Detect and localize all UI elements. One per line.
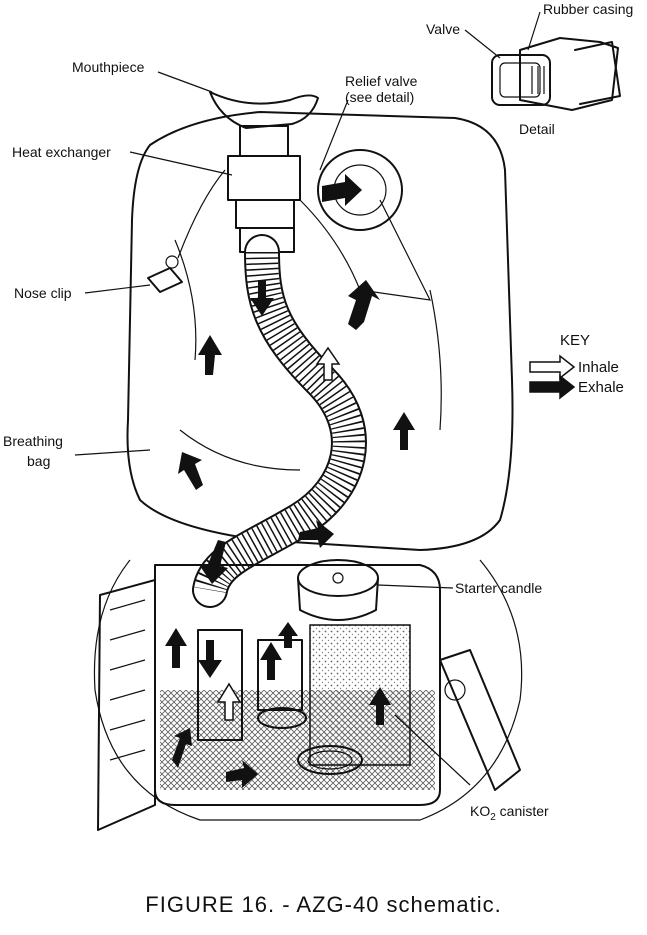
bag-flap [299,199,432,301]
carry-strap [439,649,521,791]
label-rubber-casing: Rubber casing [543,1,633,17]
exhale-arrow-icon [529,374,576,400]
canister-housing [154,564,441,806]
label-breathing-bag-line1: Breathing [3,433,63,449]
leader-nose-clip [84,284,151,294]
leader-breathing-bag [74,449,151,456]
canister-port-inner [307,750,353,770]
leader-ko2-canister [394,714,471,786]
inner-tube-2 [257,639,303,711]
label-relief-valve-line2: (see detail) [345,89,414,105]
inner-tube [197,629,243,741]
leader-rubber-casing [527,11,541,51]
label-breathing-bag-line2: bag [27,453,50,469]
breathing-bag [126,111,514,551]
label-nose-clip: Nose clip [14,285,72,301]
relief-valve-detail [491,37,621,111]
key-title: KEY [560,332,590,349]
label-heat-exchanger: Heat exchanger [12,144,111,160]
nose-clip [147,169,226,293]
inhale-arrows [216,346,341,721]
leader-heat-exchanger [129,151,233,176]
leader-starter-candle [377,584,454,589]
legend-key: KEY Inhale Exhale [529,332,624,400]
inhale-arrow-icon [529,354,576,380]
tube-opening [257,707,307,729]
leader-valve [464,29,501,59]
mouthpiece-stem [239,125,289,157]
valve-body [491,54,551,106]
label-relief-valve-line1: Relief valve [345,73,418,89]
leader-mouthpiece [157,71,213,93]
door-hinge-lines [109,599,146,761]
label-detail: Detail [519,121,555,137]
key-inhale: Inhale [578,359,619,376]
relief-valve-port [317,149,403,231]
key-exhale: Exhale [578,379,624,396]
label-mouthpiece: Mouthpiece [72,59,145,75]
valve-spring [531,66,545,94]
heat-exchanger-collar [235,199,295,229]
housing-door [97,579,156,831]
detail-tube [574,41,621,105]
label-starter-candle: Starter candle [455,580,542,596]
strap-buckle [444,679,466,701]
figure-caption: FIGURE 16. - AZG-40 schematic. [145,892,502,917]
exhale-arrows [165,174,415,788]
housing-outline [93,559,523,821]
heat-exchanger [227,155,301,201]
label-ko2-canister: KO2 canister [470,803,549,823]
starter-candle-body [297,577,379,621]
label-valve: Valve [426,21,460,37]
leader-relief-valve [319,99,349,171]
mouthpiece [209,91,319,129]
canister-port [297,745,363,775]
ko2-canister-body [309,624,411,766]
starter-candle-knob [332,572,344,584]
valve-insert [499,62,541,98]
corrugated-hose-ribs [194,251,365,594]
rubber-casing-shape [519,37,619,111]
